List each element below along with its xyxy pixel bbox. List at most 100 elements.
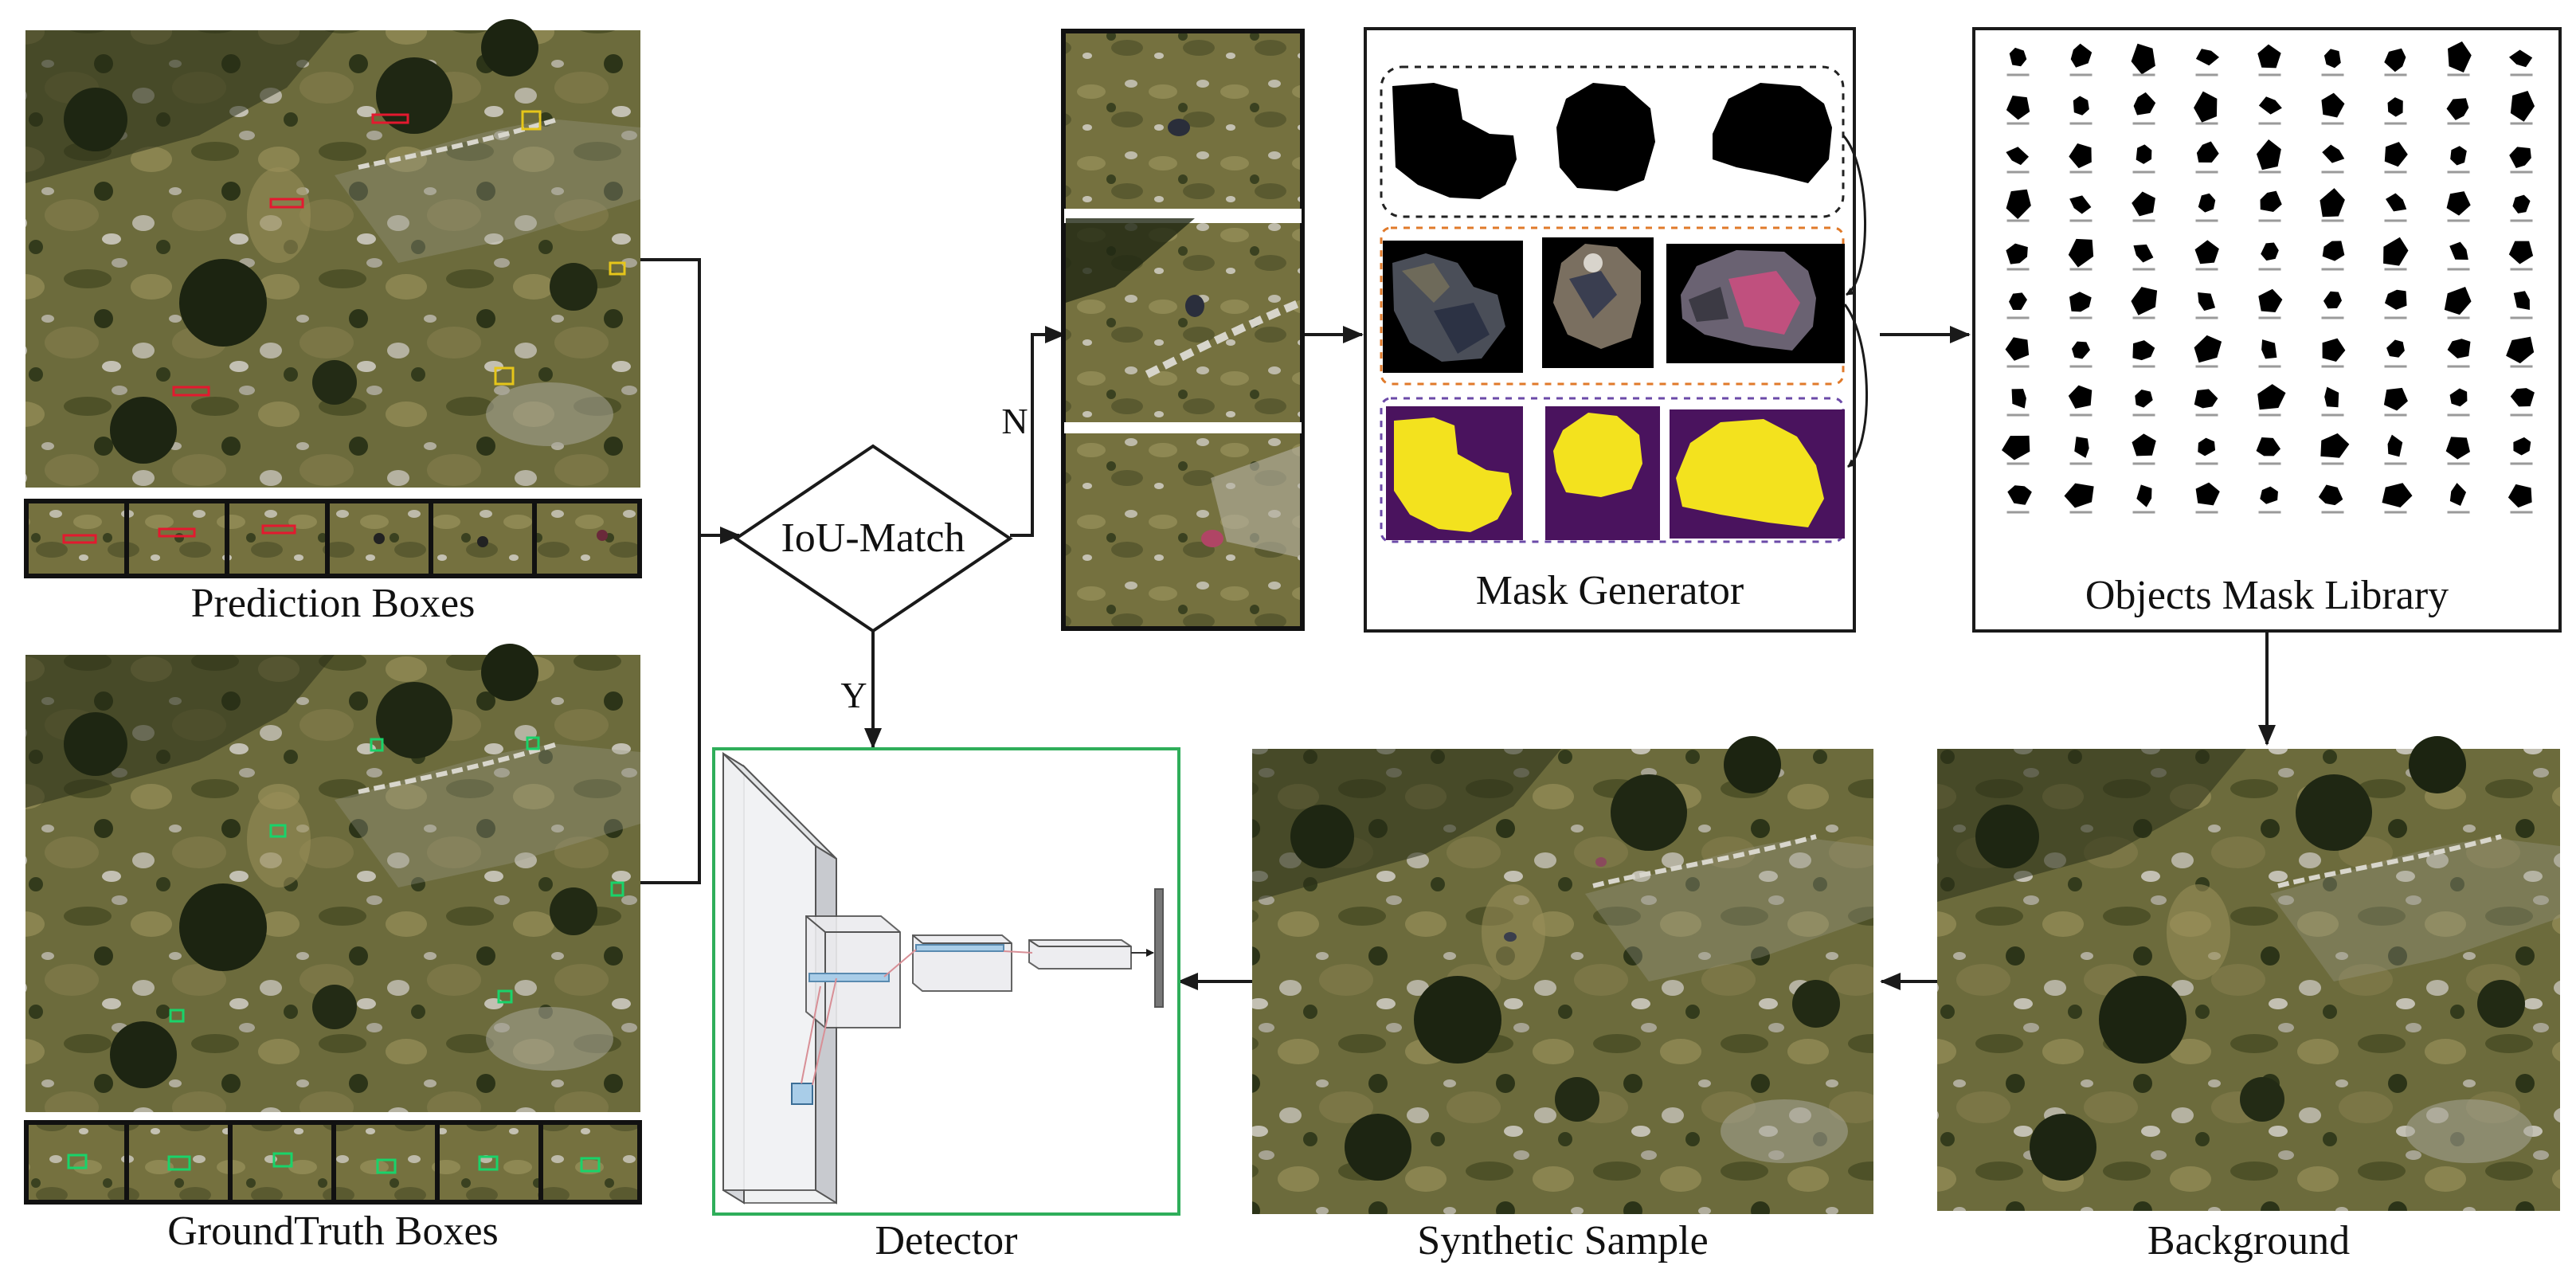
mask-filename-caption — [2447, 511, 2470, 514]
mask-thumbnail — [2011, 389, 2026, 409]
prediction-box — [172, 386, 210, 397]
mask-thumbnail — [2068, 238, 2094, 268]
mask-thumbnail — [2133, 244, 2154, 263]
mask-thumbnail — [2194, 335, 2222, 363]
mask-thumbnail — [2322, 144, 2345, 163]
mask-filename-caption — [2321, 170, 2344, 174]
mask-filename-caption — [2195, 122, 2218, 125]
mask-filename-caption — [2321, 462, 2344, 465]
mask-filename-caption — [2384, 73, 2407, 76]
mask-filename-caption — [2132, 413, 2155, 417]
binary-mask — [1556, 83, 1655, 191]
mask-filename-caption — [2321, 122, 2344, 125]
mask-filename-caption — [2258, 365, 2281, 368]
mask-filename-caption — [2510, 122, 2533, 125]
mask-thumbnail — [2006, 147, 2029, 166]
mask-thumbnail — [2384, 48, 2406, 72]
mask-filename-caption — [2069, 268, 2093, 271]
mask-thumbnail — [2069, 143, 2092, 169]
mask-thumbnail — [2383, 387, 2408, 411]
mask-thumbnail — [2007, 485, 2032, 505]
mask-thumbnail — [2194, 389, 2218, 409]
segmentation-mask — [1553, 413, 1642, 497]
mask-filename-caption — [2006, 462, 2030, 465]
mask-filename-caption — [2384, 365, 2407, 368]
mask-thumbnail — [2257, 44, 2281, 69]
mask-thumbnail — [2131, 43, 2155, 75]
prediction-image — [25, 19, 640, 488]
mask-filename-caption — [2006, 316, 2030, 319]
mask-thumbnail — [2261, 242, 2279, 261]
cnn-architecture-drawing — [722, 751, 1164, 1205]
detector-panel — [712, 747, 1180, 1216]
mask-thumbnail — [2260, 190, 2282, 212]
mask-filename-caption — [2258, 316, 2281, 319]
pasted-object — [1504, 932, 1517, 942]
mask-filename-caption — [2132, 73, 2155, 76]
mask-thumbnail — [2256, 139, 2281, 170]
mask-thumbnail — [2132, 340, 2155, 361]
mask-filename-caption — [2006, 365, 2030, 368]
mask-thumbnail — [2387, 97, 2403, 117]
mask-filename-caption — [2132, 316, 2155, 319]
mask-filename-caption — [2510, 268, 2533, 271]
mask-filename-caption — [2132, 511, 2155, 514]
mask-filename-caption — [2321, 219, 2344, 222]
mask-filename-caption — [2447, 365, 2470, 368]
mask-thumbnail — [2069, 292, 2092, 312]
mask-thumbnail — [2074, 437, 2089, 458]
groundtruth-box — [269, 824, 287, 838]
mask-filename-caption — [2258, 122, 2281, 125]
mask-thumbnail — [2136, 144, 2152, 164]
mask-filename-caption — [2258, 219, 2281, 222]
mask-filename-caption — [2447, 122, 2470, 125]
mask-thumbnail — [2322, 241, 2345, 261]
mask-thumbnail — [2136, 484, 2152, 507]
background-image — [1937, 736, 2560, 1211]
groundtruth-box — [497, 989, 513, 1004]
mask-filename-caption — [2006, 122, 2030, 125]
mask-filename-caption — [2069, 413, 2093, 417]
missed-object-crops — [1061, 29, 1305, 631]
binary-mask — [1713, 83, 1832, 183]
mask-filename-caption — [2384, 413, 2407, 417]
binary-mask — [1392, 83, 1517, 199]
mask-thumbnail — [2195, 49, 2220, 66]
mask-thumbnail — [2132, 433, 2156, 456]
mask-thumbnail — [2510, 388, 2535, 407]
mask-filename-caption — [2006, 268, 2030, 271]
mask-thumbnail — [2509, 147, 2531, 168]
mask-filename-caption — [2510, 365, 2533, 368]
mask-filename-caption — [2006, 73, 2030, 76]
mask-filename-caption — [2447, 170, 2470, 174]
mask-thumbnail — [2383, 237, 2409, 266]
mask-filename-caption — [2384, 511, 2407, 514]
mask-filename-caption — [2321, 268, 2344, 271]
mask-thumbnail — [2322, 338, 2346, 362]
mask-thumbnail — [2135, 389, 2153, 408]
mask-thumbnail — [2068, 385, 2093, 409]
mask-filename-caption — [2195, 73, 2218, 76]
groundtruth-box — [169, 1009, 185, 1023]
mask-filename-caption — [2447, 73, 2470, 76]
mask-thumbnail — [2510, 91, 2535, 122]
mask-filename-caption — [2195, 219, 2218, 222]
mask-thumbnail — [2386, 339, 2405, 358]
mask-filename-caption — [2321, 73, 2344, 76]
branch-no-label: N — [1001, 401, 1028, 441]
detector-label: Detector — [875, 1218, 1018, 1263]
mask-thumbnail — [2006, 189, 2031, 220]
mask-filename-caption — [2510, 413, 2533, 417]
synthetic-sample-image — [1252, 736, 1873, 1214]
mask-thumbnail — [2261, 339, 2277, 359]
mask-filename-caption — [2069, 170, 2093, 174]
mask-filename-caption — [2006, 219, 2030, 222]
mask-filename-caption — [2132, 122, 2155, 125]
mask-thumbnail — [2071, 341, 2091, 359]
prediction-crops-strip — [24, 499, 642, 578]
mask-thumbnail — [2132, 191, 2155, 217]
mask-thumbnail — [2256, 437, 2281, 456]
mask-filename-caption — [2069, 219, 2093, 222]
mask-thumbnail — [2450, 146, 2467, 166]
left-connectors — [640, 258, 741, 884]
